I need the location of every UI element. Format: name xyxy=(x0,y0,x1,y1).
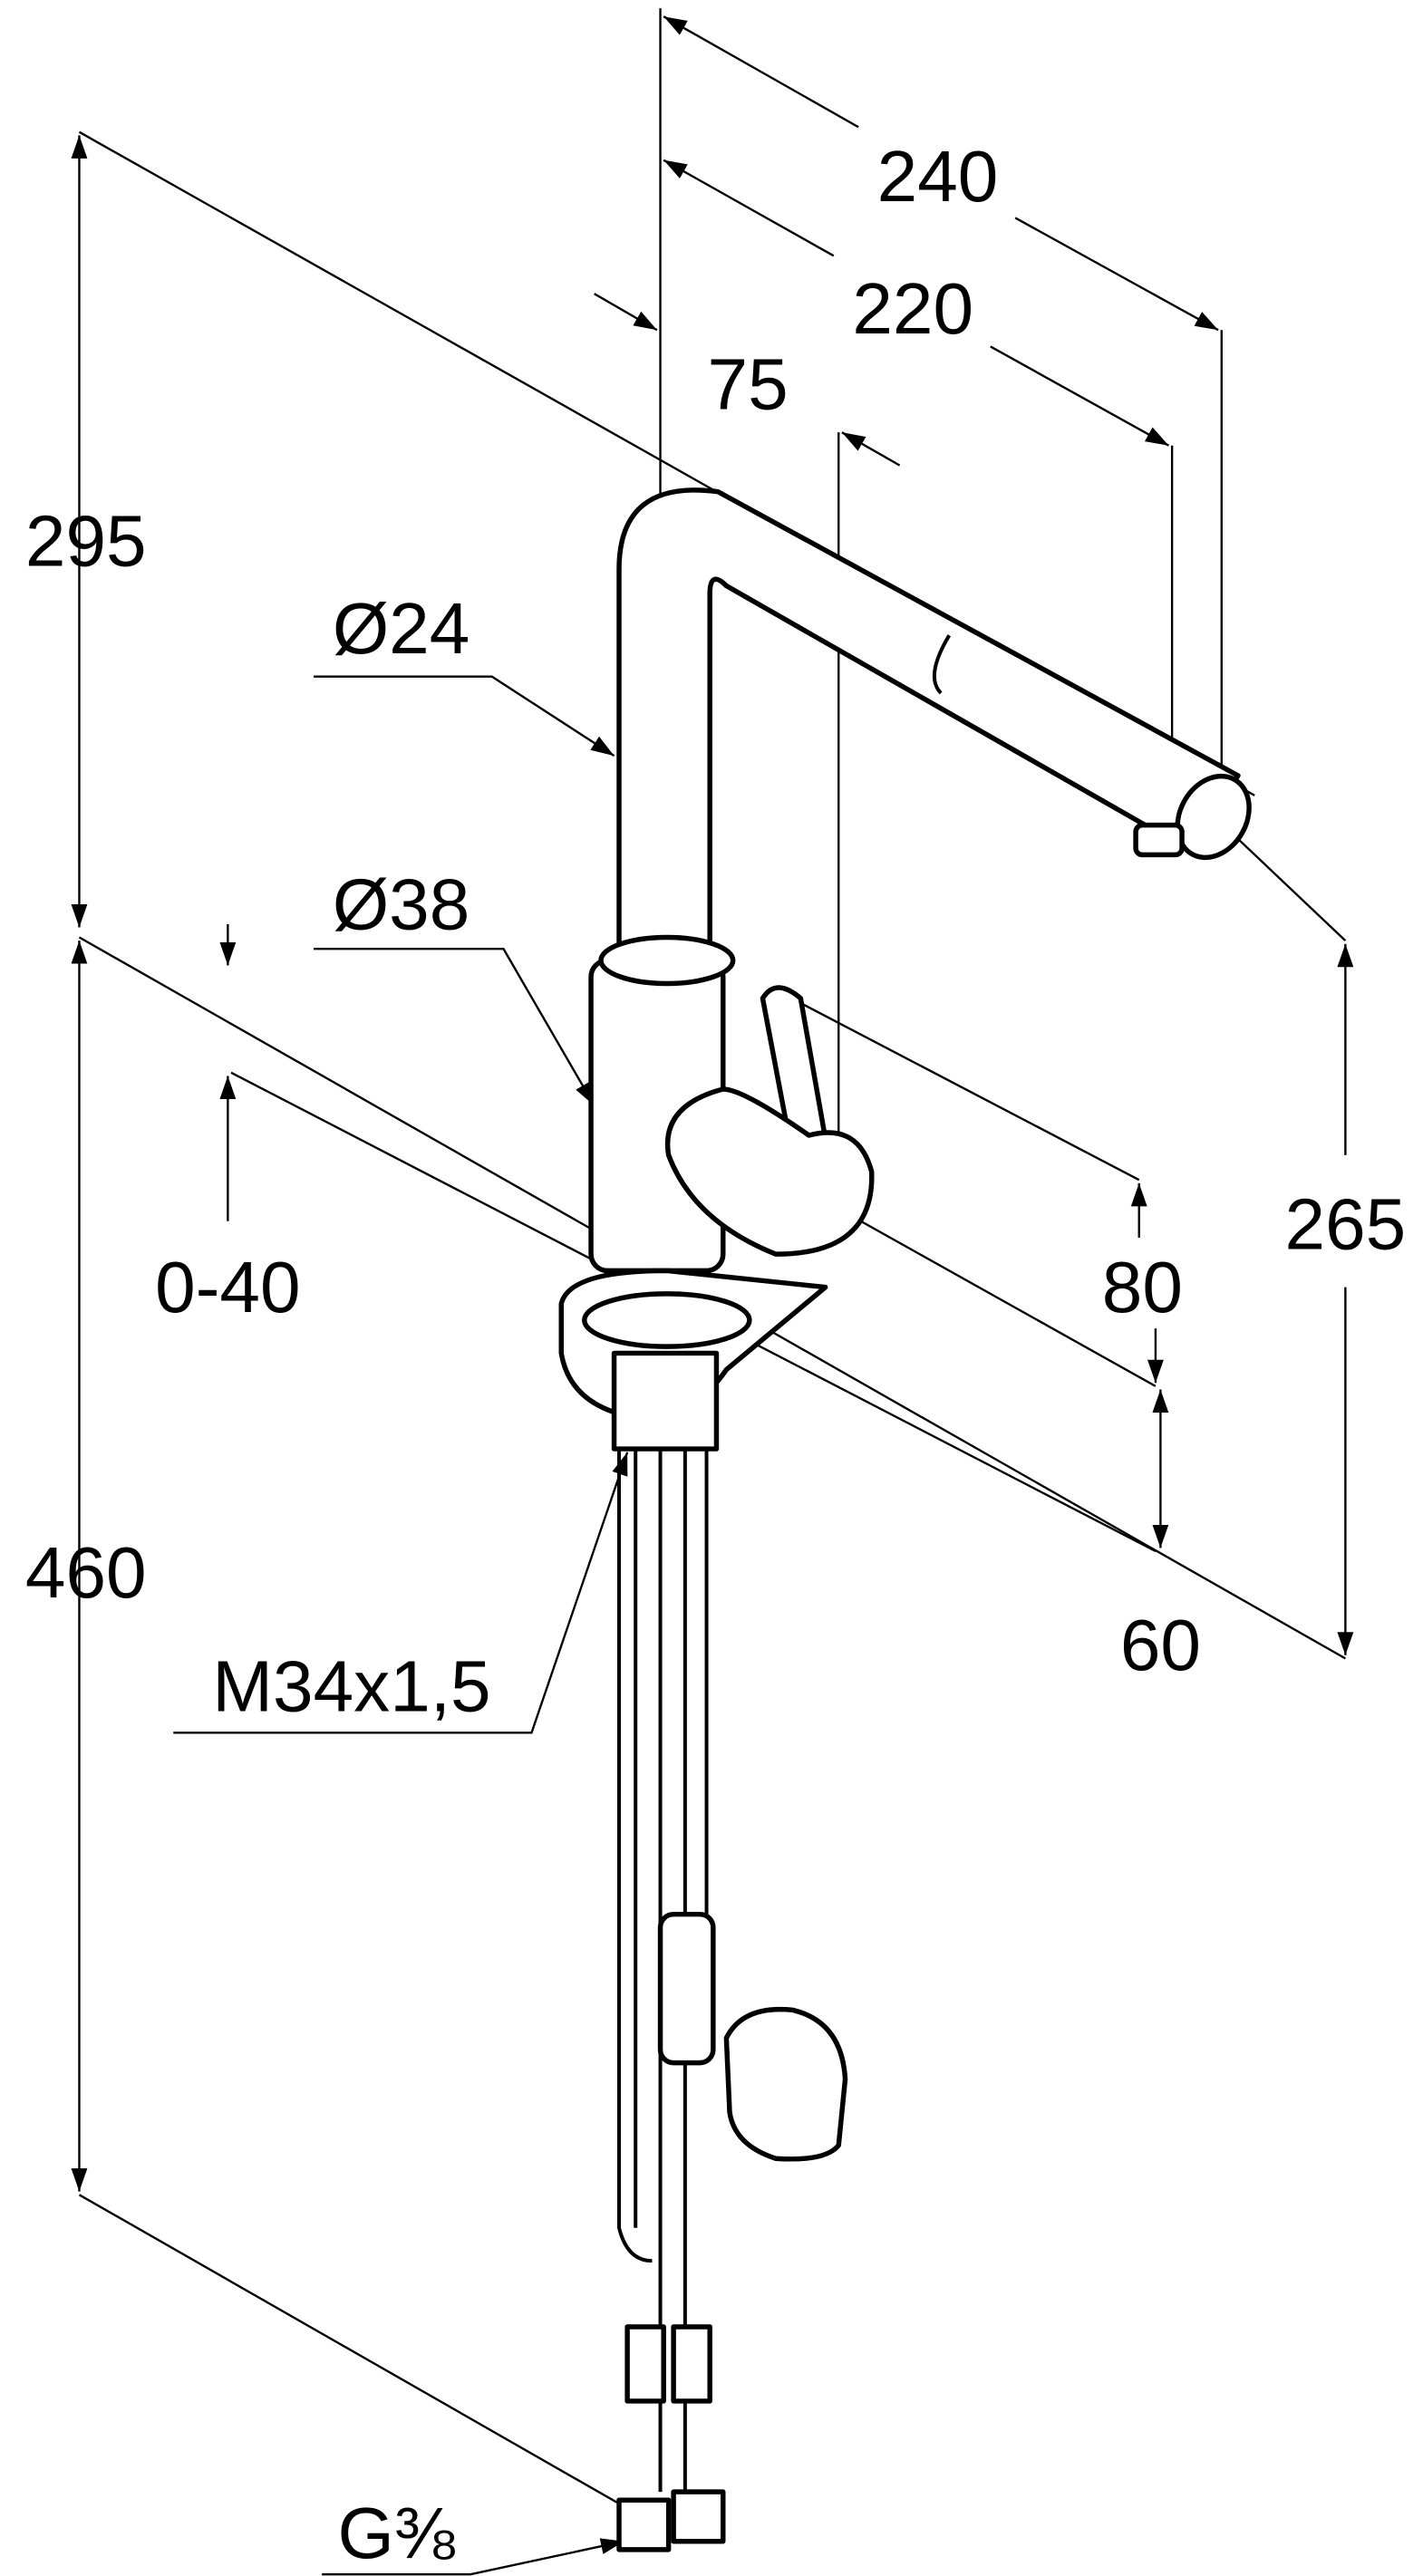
dim-80: 80 xyxy=(1102,1246,1183,1327)
hose-connector xyxy=(657,1911,716,2066)
dim-60: 60 xyxy=(1120,1604,1201,1685)
dim-diameter-24: Ø24 xyxy=(333,587,469,669)
spout xyxy=(616,487,1241,960)
dim-m34-thread: M34x1,5 xyxy=(212,1645,490,1727)
hose-clip xyxy=(723,2006,848,2162)
handle-lever xyxy=(760,985,828,1158)
dim-75: 75 xyxy=(708,343,789,425)
dim-460: 460 xyxy=(25,1531,147,1613)
handle-cartridge xyxy=(664,1086,875,1257)
dim-295: 295 xyxy=(25,500,147,582)
dim-220: 220 xyxy=(852,267,973,349)
dimension-labels: 240 220 75 295 Ø24 Ø38 0-40 265 80 60 46… xyxy=(25,135,1406,2573)
dim-diameter-38: Ø38 xyxy=(333,863,469,944)
dim-0-40: 0-40 xyxy=(155,1246,300,1327)
dim-240: 240 xyxy=(877,135,999,217)
connection-nut xyxy=(616,2497,672,2552)
dim-g38-thread: G⅜ xyxy=(338,2492,456,2573)
thread-shank xyxy=(611,1350,720,1452)
spray-outlet xyxy=(1133,822,1185,858)
dimension-lines xyxy=(71,15,1354,2576)
dim-265: 265 xyxy=(1285,1183,1407,1265)
faucet xyxy=(558,487,1252,2552)
